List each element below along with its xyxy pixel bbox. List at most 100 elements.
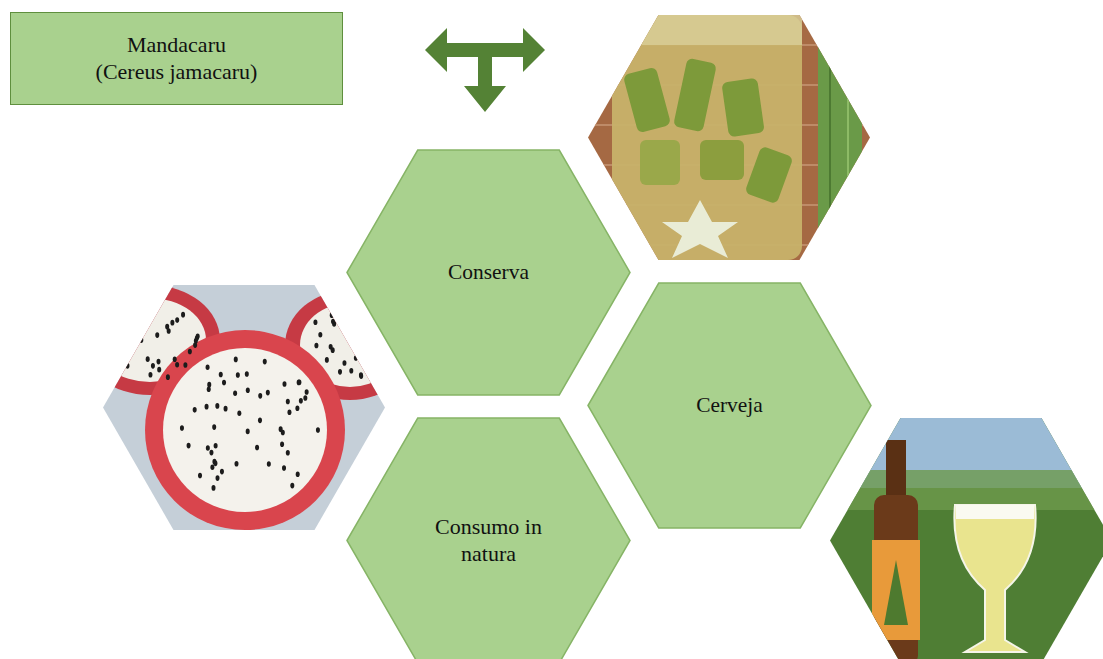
fruit-seed — [116, 365, 120, 371]
fruit-seed — [245, 371, 249, 377]
node-label: Conserva — [399, 260, 579, 286]
fruit-seed — [155, 332, 159, 338]
fruit-seed — [216, 475, 220, 481]
fruit-seed — [166, 374, 170, 380]
fruit-seed — [299, 398, 303, 404]
fruit-seed — [148, 372, 152, 378]
fruit-seed — [206, 445, 210, 451]
fruit-seed — [338, 369, 342, 375]
fruit-seed — [258, 393, 262, 399]
fruit-seed — [173, 357, 177, 363]
fruit-seed — [295, 405, 299, 411]
fruit-seed — [325, 357, 329, 363]
fruit-seed — [196, 333, 200, 339]
fruit-seed — [125, 363, 129, 369]
fruit-seed — [237, 410, 241, 416]
fruit-seed — [212, 424, 216, 430]
fruit-seed — [167, 328, 171, 334]
fruit-seed — [263, 359, 267, 365]
fruit-seed — [246, 387, 250, 393]
use-hexagon: Cerveja — [588, 283, 871, 528]
fruit-seed — [331, 347, 335, 353]
fruit-seed — [207, 386, 211, 392]
fruit-seed — [351, 313, 355, 319]
fruit-seed — [136, 304, 140, 310]
fruit-seed — [246, 429, 250, 435]
fruit-seed — [348, 336, 352, 342]
fruit-seed — [316, 427, 320, 433]
fruit-seed — [183, 362, 187, 368]
fruit-seed — [139, 337, 143, 343]
fruit-seed — [341, 306, 345, 312]
text-group: Consumo in natura — [429, 514, 549, 567]
title-box: Mandacaru (Cereus jamacaru) — [10, 12, 343, 105]
fruit-seed — [137, 325, 141, 331]
fruit-seed — [354, 355, 358, 361]
fruit-seed — [282, 465, 286, 471]
hexagon-shape — [347, 418, 630, 659]
fruit-seed — [303, 395, 307, 401]
fruit-seed — [205, 404, 209, 410]
fruit-seed — [234, 357, 238, 363]
fruit-seed — [377, 341, 381, 347]
node-label: Consumo in natura — [429, 514, 549, 567]
fruit-seed — [157, 367, 161, 373]
fruit-seed — [296, 471, 300, 477]
fruit-seed — [236, 372, 240, 378]
pickle-jar-photo — [588, 15, 870, 260]
fruit-seed — [280, 442, 284, 448]
fruit-seed — [287, 409, 291, 415]
fruit-seed — [210, 464, 214, 470]
fruit-seed — [118, 309, 122, 315]
fruit-seed — [219, 372, 223, 378]
fruit-seed — [206, 364, 210, 370]
fruit-seed — [258, 418, 262, 424]
node-label: Cerveja — [640, 393, 820, 419]
fruit-seed — [213, 461, 217, 467]
node-label: Mandacaru (Cereus jamacaru) — [93, 32, 261, 85]
fruit-seed — [146, 356, 150, 362]
hexagon-shape — [347, 150, 630, 395]
fruit-seed — [255, 445, 259, 451]
fruit-seed — [233, 390, 237, 396]
triple-arrow-symbol — [425, 28, 545, 112]
fruit-seed — [170, 320, 174, 326]
fruit-seed — [224, 406, 228, 412]
fruit-seed — [118, 307, 122, 313]
use-hexagon: Consumo in natura — [347, 418, 630, 659]
use-hexagon: Conserva — [347, 150, 630, 395]
fruit-seed — [349, 319, 353, 325]
fruit-seed — [193, 342, 197, 348]
fruit-seed — [180, 425, 184, 431]
fruit-seed — [364, 345, 368, 351]
fruit-seed — [332, 321, 336, 327]
fruit-seed — [361, 348, 365, 354]
fruit-seed — [368, 349, 372, 355]
fruit-seed — [267, 461, 271, 467]
hexagon-shape — [588, 283, 871, 528]
fruit-seed — [222, 380, 226, 386]
fruit-seed — [314, 343, 318, 349]
fruit-seed — [175, 362, 179, 368]
fruit-seed — [215, 403, 219, 409]
fruit-seed — [286, 450, 290, 456]
fruit-seed — [342, 360, 346, 366]
fruit-seed — [143, 311, 147, 317]
fruit-seed — [297, 379, 301, 385]
fruit-seed — [112, 324, 116, 330]
fruit-seed — [220, 469, 224, 475]
fruit-photo — [80, 285, 415, 530]
fruit-seed — [313, 319, 317, 325]
fruit-seed — [193, 407, 197, 413]
fruit-seed — [198, 473, 202, 479]
fruit-seed — [354, 305, 358, 311]
fruit-seed — [151, 311, 155, 317]
fruit-seed — [373, 372, 377, 378]
fruit-seed — [286, 399, 290, 405]
fruit-seed — [297, 380, 301, 386]
fruit-seed — [282, 381, 286, 387]
fruit-seed — [175, 317, 179, 323]
fruit-seed — [318, 332, 322, 338]
